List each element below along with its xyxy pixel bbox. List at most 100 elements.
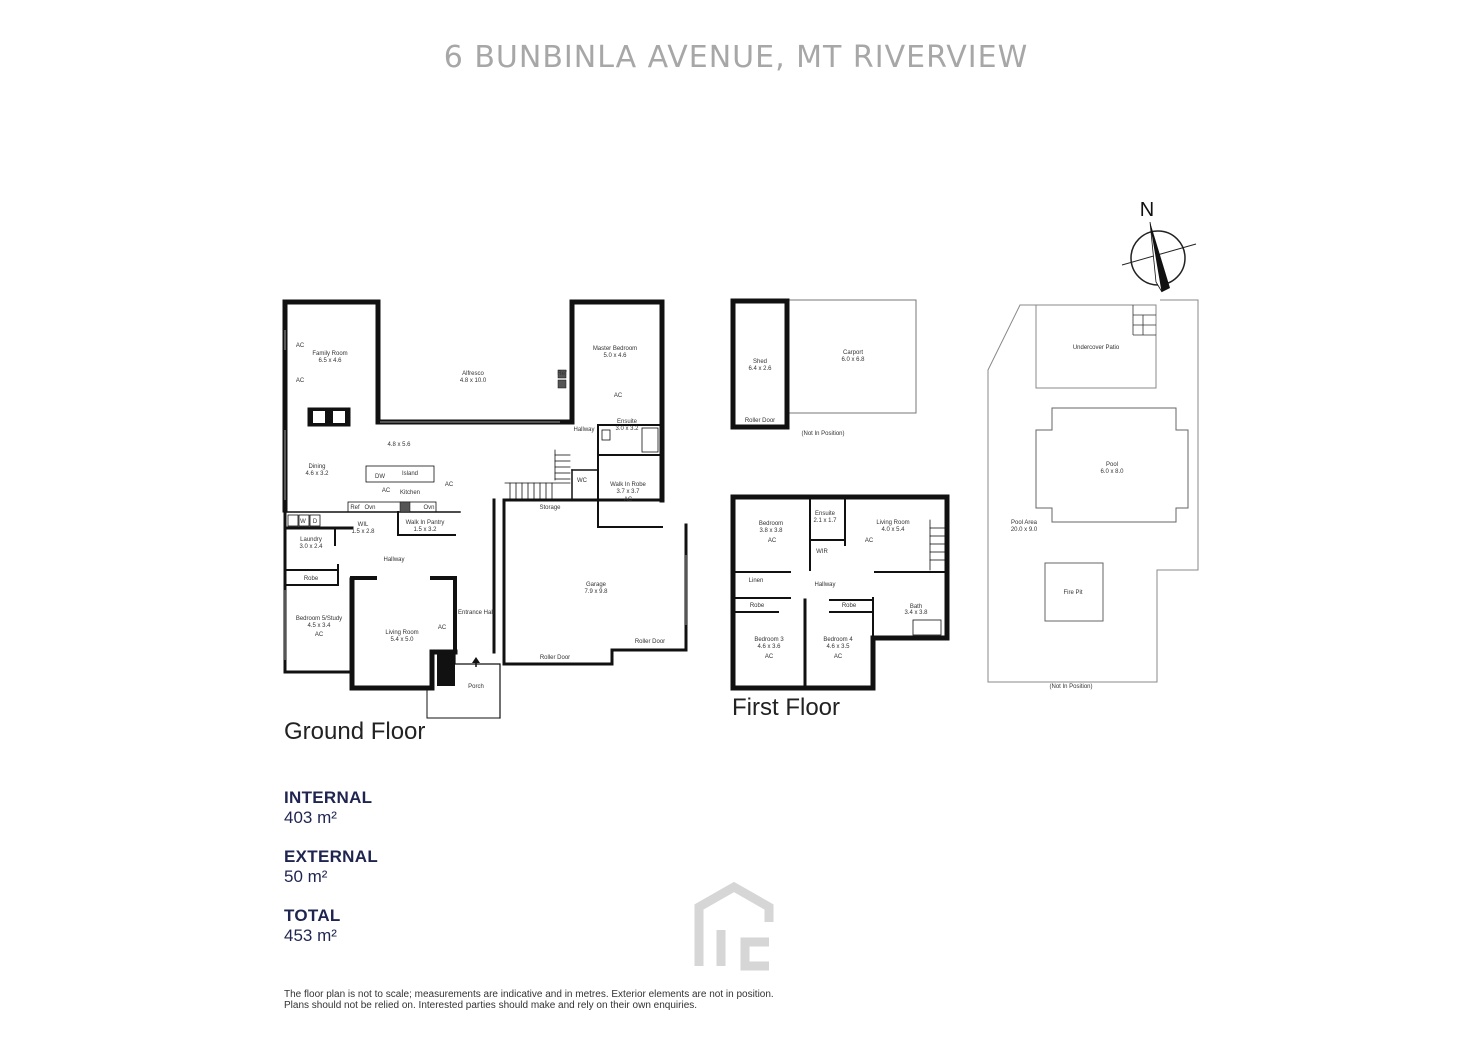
- room-annotation: 3.7 x 3.7: [616, 489, 640, 495]
- room-annotation: 4.6 x 3.5: [826, 644, 850, 650]
- room-annotation: 4.8 x 10.0: [460, 378, 487, 384]
- wc-label: WC: [577, 478, 588, 484]
- room-annotation: Ovn: [423, 505, 434, 511]
- open-plan-dim: 4.8 x 5.6: [387, 442, 411, 448]
- undercover-patio-label: Undercover Patio: [1073, 345, 1120, 351]
- shed-label: Shed: [753, 359, 767, 365]
- bedroom-4-label: Bedroom 4: [823, 637, 853, 643]
- room-annotation: Ovn: [364, 505, 375, 511]
- stat-total: TOTAL 453 m²: [284, 906, 341, 945]
- room-annotation: DW: [375, 474, 385, 480]
- room-annotation: 4.5 x 3.4: [307, 623, 331, 629]
- pool-area-label: Pool Area: [1011, 520, 1038, 526]
- page-title: 6 BUNBINLA AVENUE, MT RIVERVIEW: [443, 40, 1029, 75]
- outdoor-not-in-position: (Not In Position): [1049, 684, 1092, 690]
- bedroom-5-study-label: Bedroom 5/Study: [296, 616, 342, 622]
- outbuilding-labels: Shed 6.4 x 2.6 Roller Door Carport 6.0 x…: [745, 350, 865, 437]
- first-floor-labels: Bedroom 3.8 x 3.8 AC Ensuite 2.1 x 1.7 L…: [749, 511, 929, 660]
- first-floor-title: First Floor: [732, 694, 840, 721]
- room-annotation: 1.5 x 2.8: [351, 529, 375, 535]
- room-annotation: 3.8 x 3.8: [759, 528, 783, 534]
- room-annotation: 6.0 x 6.8: [841, 357, 865, 363]
- area-stats: INTERNAL 403 m² EXTERNAL 50 m² TOTAL 453…: [284, 788, 378, 946]
- garage-roller-door-right: Roller Door: [635, 639, 665, 645]
- room-annotation: 2.1 x 1.7: [813, 518, 837, 524]
- room-annotation: 5.0 x 4.6: [603, 353, 627, 359]
- room-annotation: 4.0 x 5.4: [881, 527, 905, 533]
- room-annotation: 6.5 x 4.6: [318, 358, 342, 364]
- robe-left-label: Robe: [750, 603, 765, 609]
- carport-label: Carport: [843, 350, 863, 356]
- fire-pit-label: Fire Pit: [1063, 590, 1082, 596]
- room-annotation: Ref: [557, 371, 567, 377]
- room-annotation: 7.9 x 9.8: [584, 589, 608, 595]
- walk-in-robe-label: Walk In Robe: [610, 482, 646, 488]
- room-annotation: AC: [315, 632, 324, 638]
- room-annotation: AC: [765, 654, 774, 660]
- entrance-hall-label: Entrance Hall: [458, 610, 494, 616]
- disclaimer: The floor plan is not to scale; measurem…: [284, 989, 774, 1011]
- bedroom-3-label: Bedroom 3: [754, 637, 784, 643]
- compass-north-label: N: [1140, 199, 1154, 221]
- room-annotation: 4.6 x 3.2: [305, 471, 329, 477]
- bedroom-label: Bedroom: [759, 521, 783, 527]
- hallway-upper-label: Hallway: [573, 427, 594, 433]
- room-annotation: AC: [768, 538, 777, 544]
- room-annotation: 3.0 x 3.2: [615, 426, 639, 432]
- room-annotation: AC: [865, 538, 874, 544]
- room-annotation: 3.0 x 2.4: [299, 544, 323, 550]
- room-annotation: AC: [834, 654, 843, 660]
- room-annotation: AC: [445, 482, 454, 488]
- ground-floor-title: Ground Floor: [284, 718, 426, 745]
- hallway-label: Hallway: [383, 557, 404, 563]
- garage-roller-door-front: Roller Door: [540, 655, 570, 661]
- ground-floor-labels: Family Room 6.5 x 4.6 AC AC Alfresco 4.8…: [296, 343, 665, 690]
- entry-arrow-icon: [472, 657, 480, 663]
- room-annotation: 20.0 x 9.0: [1011, 527, 1038, 533]
- garage-label: Garage: [586, 582, 607, 588]
- linen-label: Linen: [749, 578, 764, 584]
- wil-label: WIL: [358, 522, 369, 528]
- compass-rose: [1121, 221, 1197, 293]
- porch-label: Porch: [468, 684, 484, 690]
- living-room-label: Living Room: [385, 630, 418, 636]
- room-annotation: AC: [296, 378, 305, 384]
- robe-label: Robe: [304, 576, 319, 582]
- room-annotation: W: [300, 519, 306, 525]
- walk-in-pantry-label: Walk In Pantry: [406, 520, 445, 526]
- room-annotation: Ref: [350, 505, 360, 511]
- room-annotation: 6.0 x 8.0: [1100, 469, 1124, 475]
- room-annotation: 3.4 x 3.8: [904, 610, 928, 616]
- room-annotation: D: [313, 519, 318, 525]
- wir-label: WIR: [816, 549, 828, 555]
- outdoor-area: [987, 299, 1199, 683]
- living-room-first-label: Living Room: [876, 520, 909, 526]
- ensuite-first-label: Ensuite: [815, 511, 836, 517]
- master-bedroom-label: Master Bedroom: [593, 346, 637, 352]
- laundry-label: Laundry: [300, 537, 322, 543]
- robe-right-label: Robe: [842, 603, 857, 609]
- shed-roller-door: Roller Door: [745, 418, 775, 424]
- first-floor-walls: [730, 494, 950, 691]
- room-annotation: AC: [624, 497, 633, 503]
- outbuildings: [730, 298, 917, 430]
- family-room-label: Family Room: [312, 351, 347, 357]
- room-annotation: AC: [296, 343, 305, 349]
- outdoor-labels: Undercover Patio Pool 6.0 x 8.0 Pool Are…: [1011, 345, 1124, 690]
- brand-logo-icon: [694, 881, 774, 971]
- pool-label: Pool: [1106, 462, 1118, 468]
- alfresco-label: Alfresco: [462, 371, 484, 377]
- room-annotation: 1.5 x 3.2: [413, 527, 437, 533]
- room-annotation: 6.4 x 2.6: [748, 366, 772, 372]
- ground-floor-walls: [282, 299, 688, 719]
- room-annotation: AC: [614, 393, 623, 399]
- island-label: Island: [402, 471, 418, 477]
- bath-label: Bath: [910, 604, 922, 610]
- carport-not-in-position: (Not In Position): [801, 431, 844, 437]
- room-annotation: AC: [382, 488, 391, 494]
- room-annotation: 5.4 x 5.0: [390, 637, 414, 643]
- room-annotation: AC: [438, 625, 447, 631]
- storage-label: Storage: [539, 505, 561, 511]
- ensuite-label: Ensuite: [617, 419, 638, 425]
